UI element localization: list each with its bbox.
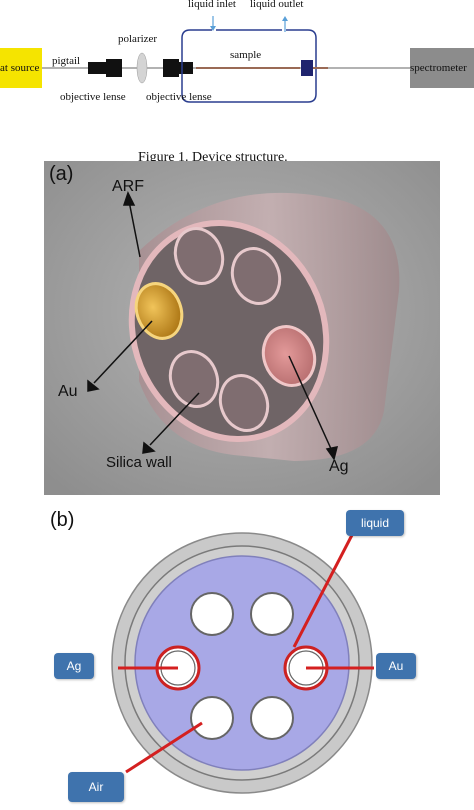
au-arrow bbox=[93, 320, 153, 384]
spectrometer-label: spectrometer bbox=[410, 62, 467, 74]
pigtail-label: pigtail bbox=[52, 55, 81, 67]
polarizer-label: polarizer bbox=[118, 33, 158, 45]
light-source-box bbox=[0, 48, 42, 88]
hole-top-left bbox=[190, 592, 234, 636]
ag-arrow bbox=[288, 355, 333, 452]
inlet-arrow-head bbox=[210, 26, 216, 31]
objective-lense-1 bbox=[106, 59, 122, 77]
panel-b-cross-section bbox=[111, 532, 374, 794]
ag-badge: Ag bbox=[54, 653, 94, 679]
ag-label-a: Ag bbox=[329, 458, 349, 475]
hole-top-right bbox=[250, 592, 294, 636]
outlet-arrow-head bbox=[282, 16, 288, 21]
fiber-core bbox=[134, 555, 350, 771]
silica-arrow-head bbox=[142, 441, 156, 454]
air-badge: Air bbox=[68, 772, 124, 802]
tube-bottom-left bbox=[168, 350, 220, 408]
au-badge: Au bbox=[376, 653, 416, 679]
tube-top-left bbox=[173, 227, 225, 285]
pigtail-connector bbox=[88, 62, 106, 74]
sample-holder bbox=[301, 60, 313, 76]
panel-b: (b) liquid Ag Au Air bbox=[44, 505, 474, 810]
arf-arrow-head bbox=[122, 191, 136, 206]
panel-a-label: (a) bbox=[49, 163, 74, 185]
arf-label: ARF bbox=[112, 178, 144, 195]
hole-bottom-right bbox=[250, 696, 294, 740]
light-source-label: at source bbox=[0, 62, 40, 74]
au-arrow-head bbox=[87, 379, 100, 392]
hole-bottom-left bbox=[190, 696, 234, 740]
panel-a: (a) ARF Au Silica wall Ag bbox=[44, 161, 440, 495]
ag-arrow-head bbox=[325, 446, 339, 461]
sample-label: sample bbox=[230, 49, 262, 61]
au-label: Au bbox=[58, 383, 78, 400]
objective-lense-1-label: objective lense bbox=[60, 91, 126, 103]
tube-top-right bbox=[230, 247, 282, 305]
spectrometer-box bbox=[410, 48, 474, 88]
arf-arrow bbox=[128, 200, 141, 258]
polarizer-disc bbox=[136, 52, 148, 84]
objective-lense-2 bbox=[163, 59, 179, 77]
air-leader bbox=[125, 721, 203, 774]
tube-bottom-right bbox=[218, 374, 270, 432]
liquid-leader bbox=[292, 534, 354, 648]
panel-a-render bbox=[44, 161, 440, 495]
inner-tubes bbox=[134, 227, 317, 432]
liquid-inlet-label: liquid inlet bbox=[188, 0, 236, 10]
liquid-badge: liquid bbox=[346, 510, 404, 536]
panel-b-label: (b) bbox=[50, 509, 75, 531]
air-holes bbox=[155, 592, 329, 740]
objective-lense-2-label: objective lense bbox=[146, 91, 212, 103]
liquid-outlet-label: liquid outlet bbox=[250, 0, 304, 10]
silica-arrow bbox=[149, 392, 200, 446]
device-structure-graphics bbox=[0, 16, 474, 103]
objective-lense-2-tip bbox=[179, 62, 193, 74]
liquid-loop bbox=[181, 29, 317, 103]
silica-wall-label: Silica wall bbox=[106, 454, 172, 471]
panel-b-leader-lines bbox=[118, 534, 374, 774]
panel-a-arrows bbox=[87, 191, 339, 461]
